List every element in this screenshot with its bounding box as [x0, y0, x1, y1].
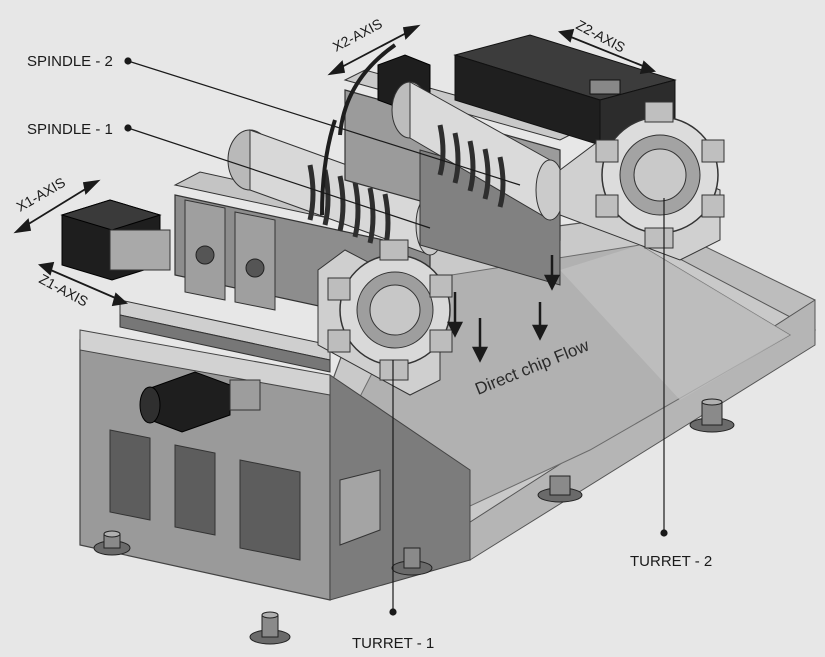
leader-lines	[124, 57, 668, 616]
label-turret-2: TURRET - 2	[630, 553, 712, 570]
chip-flow-arrows	[446, 255, 561, 363]
label-turret-1: TURRET - 1	[352, 635, 434, 652]
front-servo-motor	[139, 371, 261, 433]
label-spindle-1: SPINDLE - 1	[27, 121, 113, 138]
leveling-feet	[93, 398, 735, 645]
label-spindle-2: SPINDLE - 2	[27, 53, 113, 70]
spindle-2	[338, 43, 565, 221]
axis-arrows	[13, 24, 657, 307]
turret-2	[559, 101, 725, 261]
machine-base	[79, 214, 817, 645]
label-x1-axis: X1-AXIS	[14, 174, 69, 215]
x1-servo-motor	[60, 199, 171, 281]
turret-1	[317, 239, 453, 396]
